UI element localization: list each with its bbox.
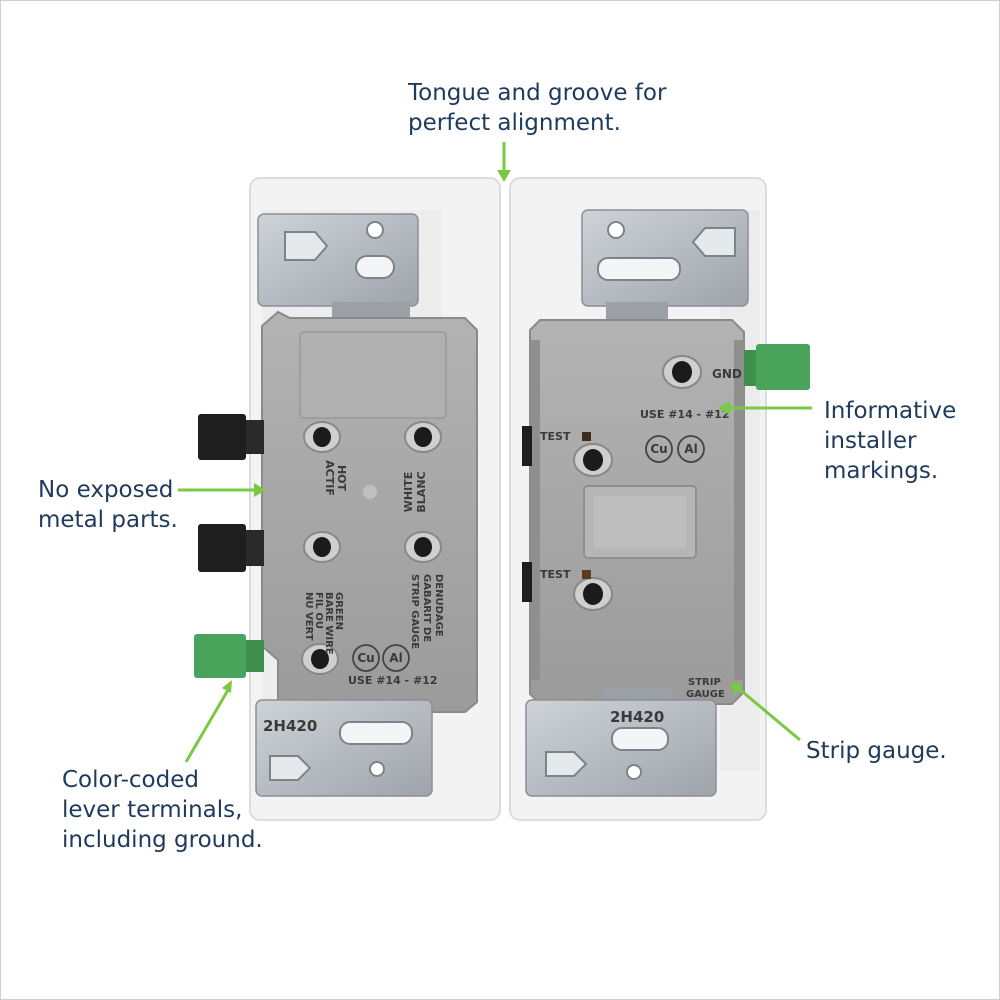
wire-port-icon bbox=[573, 355, 702, 611]
mounting-screw-icon bbox=[369, 761, 385, 777]
mounting-screw-icon bbox=[607, 221, 625, 239]
right-top-strap bbox=[581, 209, 749, 328]
mounting-screw-icon bbox=[366, 221, 384, 239]
strip-label-top: STRIP bbox=[688, 677, 721, 688]
callout-strip: Strip gauge. bbox=[806, 738, 947, 764]
strip-label-2: GABARIT DE bbox=[421, 574, 432, 642]
actif-label: ACTIF bbox=[323, 460, 336, 496]
test-label-bottom: TEST bbox=[540, 568, 571, 581]
svg-text:Cu: Cu bbox=[650, 442, 667, 456]
arrow-icon bbox=[178, 483, 266, 497]
strip-label-3: DENUDAGE bbox=[433, 574, 444, 637]
green-label-3: FIL OU bbox=[313, 592, 324, 629]
right-cu-al-badges: Cu Al bbox=[645, 435, 705, 463]
right-use-gauge-label: USE #14 - #12 bbox=[640, 408, 729, 421]
green-label-4: NU VERT bbox=[303, 592, 314, 641]
callout-alignment: Tongue and groove for perfect alignment. bbox=[408, 80, 667, 136]
svg-text:Cu: Cu bbox=[357, 651, 374, 665]
svg-text:Al: Al bbox=[684, 442, 697, 456]
green-label-1: GREEN bbox=[333, 592, 344, 630]
blanc-label: BLANC bbox=[415, 471, 428, 512]
use-gauge-label: USE #14 - #12 bbox=[348, 674, 437, 687]
strip-label-1: STRIP GAUGE bbox=[409, 574, 420, 649]
right-model-code: 2H420 bbox=[610, 708, 664, 726]
white-label: WHITE bbox=[402, 472, 415, 512]
svg-text:Al: Al bbox=[389, 651, 402, 665]
wire-port-icon bbox=[301, 421, 442, 675]
right-device: GND USE #14 - #12 Cu Al TEST TEST STRIP … bbox=[509, 177, 810, 821]
strip-label-bottom: GAUGE bbox=[686, 689, 725, 700]
callout-levers: Color-coded lever terminals, including g… bbox=[62, 767, 263, 853]
callout-markings: Informative installer markings. bbox=[824, 398, 957, 484]
mounting-screw-icon bbox=[626, 764, 642, 780]
left-bottom-strap: 2H420 bbox=[255, 699, 433, 797]
gnd-label: GND bbox=[712, 367, 742, 381]
hot-label: HOT bbox=[335, 465, 348, 492]
lever-terminal-icon bbox=[194, 414, 264, 678]
right-bottom-strap: 2H420 bbox=[525, 688, 717, 797]
lever-terminal-icon bbox=[744, 344, 810, 390]
arrow-icon bbox=[730, 682, 801, 742]
model-code: 2H420 bbox=[263, 717, 317, 735]
arrow-icon bbox=[184, 680, 232, 763]
green-label-2: BARE WIRE bbox=[323, 592, 334, 655]
left-device: HOT ACTIF WHITE BLANC GREEN BARE WIRE FI… bbox=[194, 177, 501, 821]
callout-metal: No exposed metal parts. bbox=[38, 477, 178, 533]
arrow-icon bbox=[497, 142, 511, 182]
cu-al-badges: Cu Al bbox=[352, 644, 410, 672]
arrow-icon bbox=[718, 401, 812, 415]
test-label-top: TEST bbox=[540, 430, 571, 443]
